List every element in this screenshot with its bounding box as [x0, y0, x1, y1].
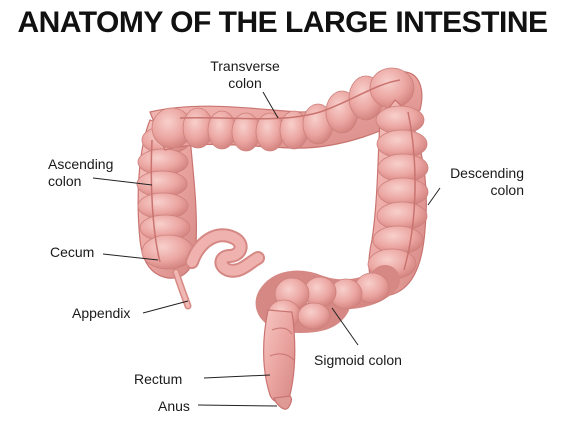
- label-transverse-colon-line2: colon: [228, 75, 262, 91]
- label-appendix: Appendix: [72, 305, 131, 321]
- label-transverse-colon: Transverse colon: [205, 58, 285, 92]
- label-ascending-colon-line1: Ascending: [48, 156, 114, 172]
- label-cecum: Cecum: [50, 244, 95, 260]
- label-sigmoid-colon: Sigmoid colon: [314, 352, 402, 368]
- transverse-colon-shape: [149, 67, 423, 152]
- label-ascending-colon: Ascending colon: [48, 156, 113, 190]
- label-transverse-colon-line1: Transverse: [210, 58, 280, 74]
- leader-ascending-colon: [92, 177, 153, 186]
- label-descending-colon-line2: colon: [490, 182, 524, 198]
- ileum-shape: [185, 228, 265, 278]
- page-title: ANATOMY OF THE LARGE INTESTINE: [17, 6, 548, 39]
- rectum-shape: [263, 309, 296, 404]
- leader-appendix: [142, 300, 189, 314]
- leader-cecum: [102, 253, 159, 261]
- label-ascending-colon-line2: colon: [48, 173, 82, 189]
- leader-rectum: [203, 374, 271, 379]
- label-descending-colon-line1: Descending: [450, 165, 524, 181]
- leader-descending-colon: [427, 187, 441, 206]
- label-anus: Anus: [158, 398, 190, 414]
- anus-shape: [273, 395, 292, 410]
- label-descending-colon: Descending colon: [428, 165, 524, 199]
- appendix-shape: [172, 268, 192, 310]
- leader-anus: [197, 404, 278, 407]
- leader-sigmoid-colon: [331, 307, 359, 346]
- leader-transverse-colon: [262, 91, 279, 119]
- descending-colon-shape: [367, 99, 429, 296]
- label-rectum: Rectum: [134, 371, 183, 387]
